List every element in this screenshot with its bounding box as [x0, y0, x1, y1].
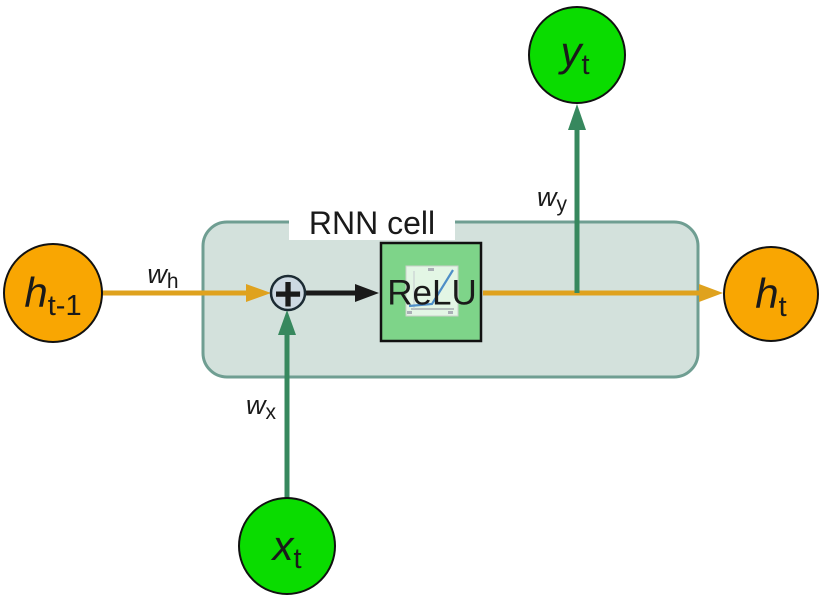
- sum-operator-circle: [269, 274, 307, 312]
- arrow-sum-to-activation: [304, 284, 379, 302]
- label-wy-sub: y: [557, 193, 568, 216]
- label-wx-sub: x: [266, 401, 277, 424]
- node-h-next-sub: t: [779, 291, 787, 323]
- label-wh-base: w: [147, 259, 168, 289]
- cell-title: RNN cell: [309, 205, 435, 241]
- node-h-next-label: ht: [755, 270, 786, 323]
- node-output-label: yt: [557, 28, 589, 81]
- node-input-label: xt: [270, 522, 301, 575]
- label-wh-sub: h: [167, 270, 179, 293]
- node-h-next-circle: [723, 246, 819, 342]
- arrow-hidden-state-in-head: [246, 284, 271, 302]
- sum-operator: +: [269, 269, 307, 322]
- arrow-input-up: [278, 310, 296, 498]
- label-wx-base: w: [246, 390, 267, 420]
- node-h-prev-circle: [3, 243, 103, 343]
- arrow-sum-to-activation-head: [355, 284, 379, 302]
- node-h-prev-sub: t-1: [48, 290, 82, 322]
- arrow-hidden-state-out-head: [699, 284, 723, 302]
- node-input-sub: t: [293, 543, 301, 575]
- node-output-base: y: [557, 28, 584, 75]
- relu-curve-icon: [405, 265, 459, 317]
- node-h-prev-label: ht-1: [24, 269, 81, 322]
- relu-label: ReLU: [387, 274, 476, 313]
- label-wy: wy: [537, 182, 568, 216]
- label-wh: wh: [147, 259, 178, 293]
- cell-title-plate: [289, 205, 455, 240]
- relu-plot-tick-right: [448, 311, 453, 314]
- node-input-circle: [238, 497, 336, 595]
- node-output-circle: [528, 6, 626, 104]
- node-input-base: x: [270, 522, 295, 569]
- arrow-hidden-state-in: [100, 284, 271, 302]
- node-h-prev-base: h: [24, 269, 47, 316]
- arrow-output-up: [568, 104, 586, 293]
- arrow-hidden-state-out: [483, 284, 723, 302]
- node-h-next-base: h: [755, 270, 778, 317]
- relu-plot-tick-top: [428, 268, 434, 271]
- arrow-output-up-head: [568, 104, 586, 130]
- label-wy-base: w: [537, 182, 558, 212]
- plus-icon: +: [274, 269, 302, 322]
- label-wx: wx: [246, 390, 277, 424]
- relu-activation: ReLU: [379, 241, 483, 343]
- arrow-input-up-head: [278, 310, 296, 335]
- relu-plot-tick-left: [407, 311, 412, 314]
- relu-curve-line: [408, 269, 454, 308]
- node-output-sub: t: [581, 49, 589, 81]
